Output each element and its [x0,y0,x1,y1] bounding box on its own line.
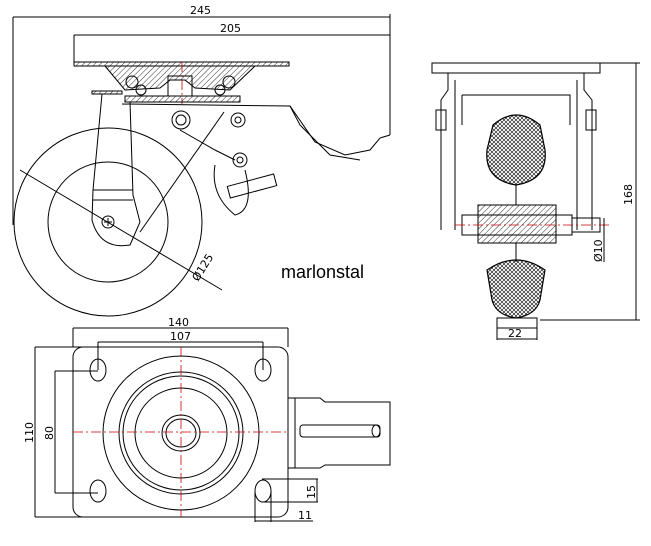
dim-axle-diameter: Ø10 [592,239,605,262]
dim-168: 168 [622,184,635,205]
brand-label: marlonstal [281,262,364,282]
wheel-tread-upper [486,114,546,186]
front-view: 168 Ø10 22 [431,62,640,340]
brake-pedal [121,103,391,156]
brake-pedal-top [288,397,391,469]
dim-140: 140 [168,316,189,329]
top-view: 140 107 110 80 15 11 [23,316,391,522]
dimension-plate-length: 205 [73,22,390,63]
brake-bolt [226,173,278,199]
wheel-hub [47,161,169,283]
fork [91,93,141,247]
dim-245: 245 [190,4,211,17]
pedal-slot [299,424,381,438]
brake-lever [213,164,249,216]
side-view: 245 205 Ø125 [12,4,391,317]
axle-hub [477,204,557,244]
dim-11: 11 [298,509,312,522]
mounting-hole [254,479,272,503]
dim-15: 15 [305,485,318,499]
swivel-bearing [103,65,257,91]
dim-107: 107 [170,330,191,343]
dim-205: 205 [220,22,241,35]
diameter-leader [19,169,223,291]
dim-110: 110 [23,422,36,443]
mounting-hole [89,479,107,503]
top-plate [73,61,290,67]
wheel-tread-lower [486,259,546,319]
dim-wheel-diameter: Ø125 [190,252,217,284]
dim-80: 80 [43,426,56,440]
wheel-outer [13,127,203,317]
dimension-overall-length: 245 [12,4,391,225]
dim-22: 22 [508,327,522,340]
front-top-plate [431,62,601,74]
